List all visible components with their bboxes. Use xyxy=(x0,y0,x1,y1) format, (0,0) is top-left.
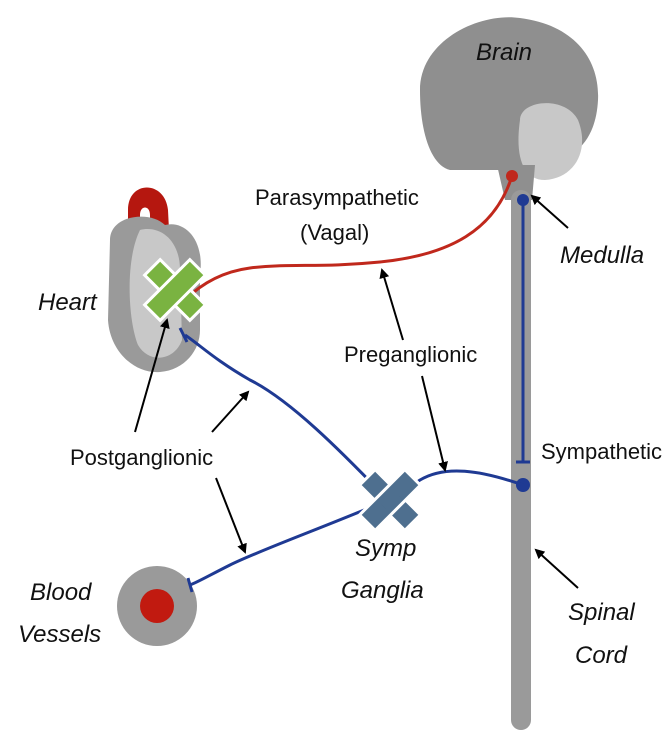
vagal-label: (Vagal) xyxy=(300,220,369,245)
arrow-preganglionic-to-parasympathetic xyxy=(382,270,403,340)
arrow-medulla xyxy=(532,196,568,228)
parasympathetic-label: Parasympathetic xyxy=(255,185,419,210)
sympathetic-label: Sympathetic xyxy=(541,439,662,464)
spinal-cord-label-line1: Spinal xyxy=(568,599,635,626)
medulla-parasympathetic-nucleus xyxy=(506,170,518,182)
symp-ganglia-label-line1: Symp xyxy=(355,535,416,562)
blood-vessel xyxy=(117,566,197,646)
arrow-preganglionic-to-sympathetic xyxy=(422,376,445,470)
arrow-spinal-cord xyxy=(536,550,578,588)
spinal-cord xyxy=(511,190,531,730)
postganglionic-label: Postganglionic xyxy=(70,445,213,470)
blood-vessels-label-line1: Blood xyxy=(30,579,92,606)
arrow-postganglionic-to-vessel-nerve xyxy=(216,478,245,552)
brain-label: Brain xyxy=(476,39,532,66)
blood-vessels-label-line2: Vessels xyxy=(18,621,101,648)
arrow-postganglionic-to-heart-nerve xyxy=(212,392,248,432)
symp-ganglia-label-line2: Ganglia xyxy=(341,577,424,604)
preganglionic-label: Preganglionic xyxy=(344,342,477,367)
heart-label: Heart xyxy=(38,289,98,316)
spinal-cord-label-line2: Cord xyxy=(575,642,628,669)
medulla-label: Medulla xyxy=(560,242,644,269)
